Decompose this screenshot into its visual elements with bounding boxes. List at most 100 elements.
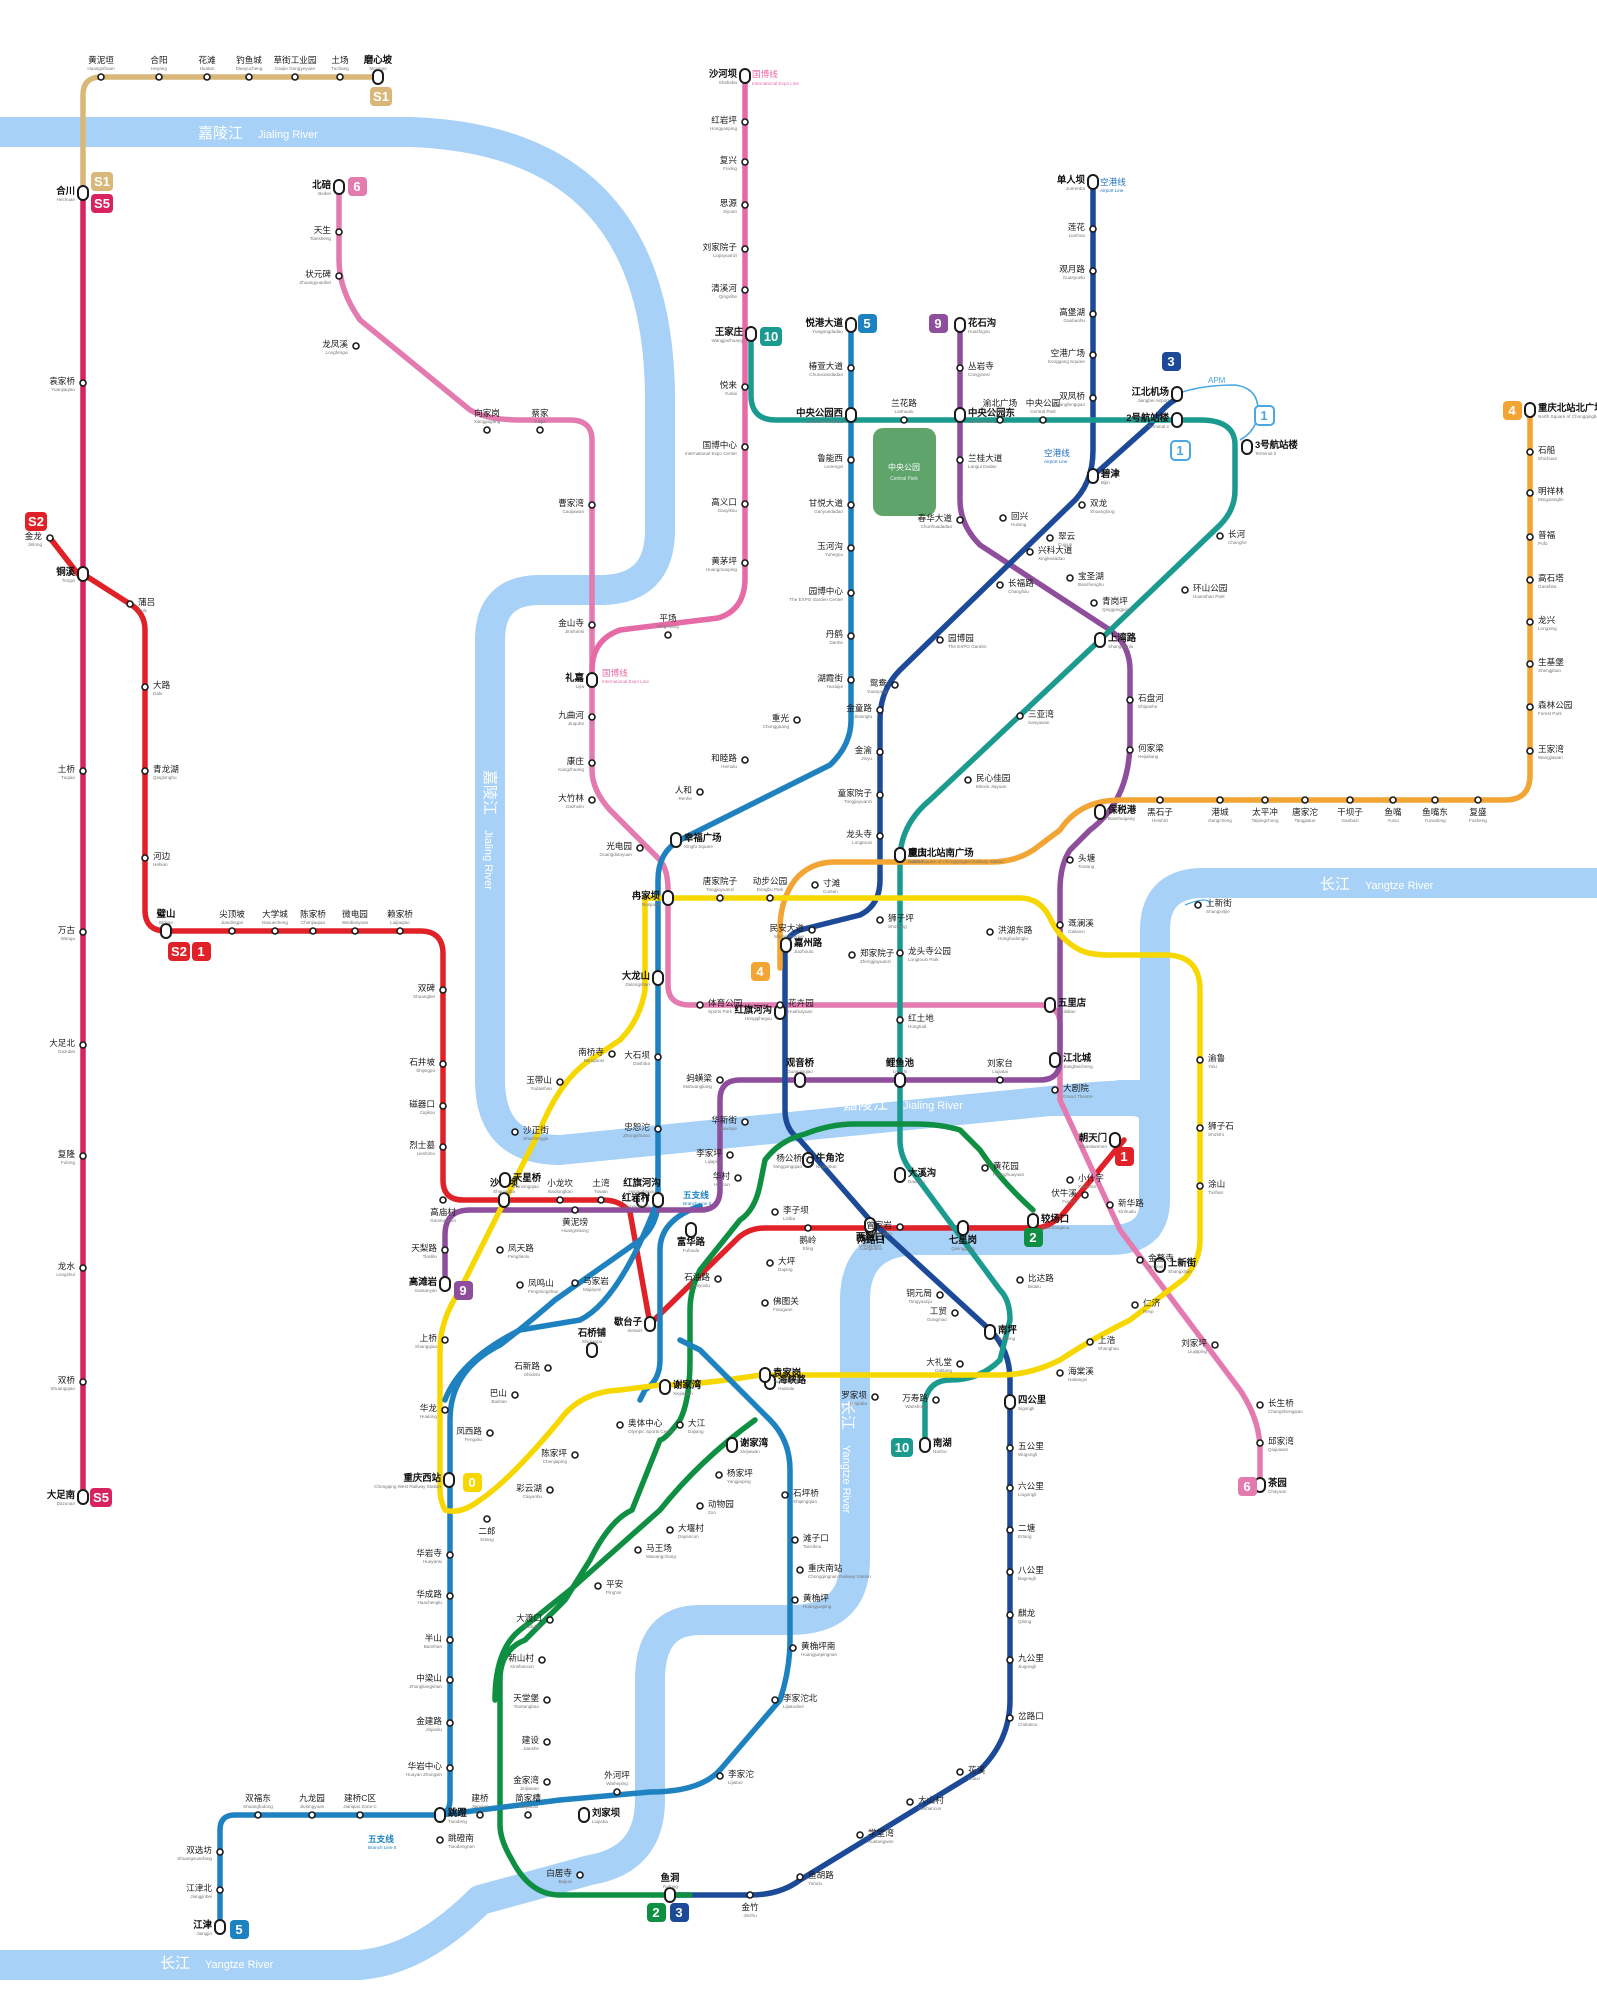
badge-6-chayuan[interactable]: 6 [1238, 1477, 1257, 1496]
badge-10-wangjiazhuang[interactable]: 10 [760, 327, 782, 346]
badge-s5-bottom[interactable]: S5 [90, 1488, 112, 1507]
badge-9[interactable]: 9 [929, 314, 948, 333]
badge-4-jiazhoulu[interactable]: 4 [751, 962, 770, 981]
